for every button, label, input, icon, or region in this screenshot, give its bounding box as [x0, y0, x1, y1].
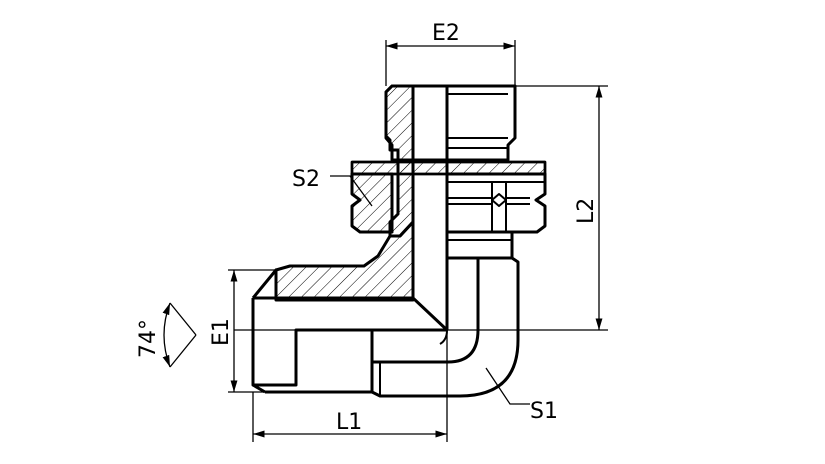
label-s1: S1	[530, 399, 558, 424]
label-s2: S2	[292, 167, 320, 192]
label-l2: L2	[574, 198, 599, 224]
label-angle: 74°	[136, 319, 161, 358]
elbow-body	[251, 220, 520, 398]
vertical-branch	[350, 84, 547, 330]
dimension-lines	[162, 40, 608, 442]
seal-washer	[350, 160, 547, 176]
label-e2: E2	[432, 21, 460, 46]
nut-left	[350, 172, 394, 234]
label-e1: E1	[209, 318, 234, 346]
elbow-curve	[370, 256, 520, 398]
label-l1: L1	[336, 410, 362, 435]
elbow-hatch	[274, 220, 415, 302]
